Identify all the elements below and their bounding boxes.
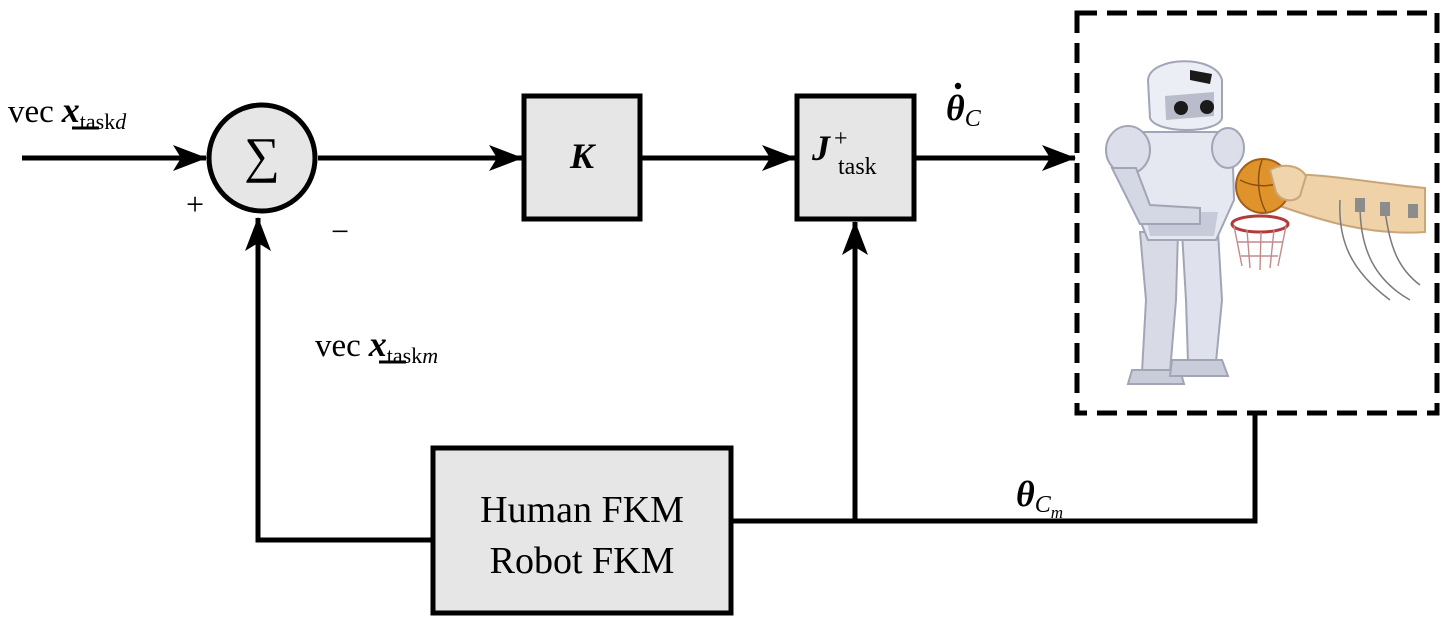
gain-label: K xyxy=(569,136,597,176)
theta-subscript: C xyxy=(1035,492,1052,518)
jacobian-label: J+ xyxy=(811,126,848,168)
desired-subscript: d xyxy=(115,109,127,134)
fkm-feedback-arrow xyxy=(245,217,432,543)
summing-junction: ∑ + − xyxy=(186,102,349,249)
fkm-block: Human FKM Robot FKM xyxy=(430,445,734,616)
plant-block xyxy=(1074,10,1440,416)
measured-signal-label: θCm xyxy=(1016,474,1063,522)
vec-operator: vec xyxy=(8,94,54,130)
jacobian-subscript: task xyxy=(838,154,877,180)
task-subscript: task xyxy=(80,109,115,134)
theta-symbol: θ xyxy=(946,88,965,128)
measured-subscript: m xyxy=(422,343,438,368)
jacobian-block: J+ task xyxy=(794,93,917,222)
task-pose-symbol: x xyxy=(61,90,80,130)
signal-lines xyxy=(22,145,1258,543)
gain-block: K xyxy=(521,93,643,222)
task-pose-symbol: x xyxy=(368,324,387,364)
command-signal-label: θC xyxy=(946,82,982,132)
humanoid-robot-with-basketball-icon xyxy=(1105,60,1426,385)
theta-sub-subscript: m xyxy=(1051,503,1063,522)
svg-text:θC: θC xyxy=(946,88,982,132)
fkm-line-2: Robot FKM xyxy=(490,540,675,582)
jacobian-superscript: + xyxy=(834,126,848,152)
plus-sign: + xyxy=(186,186,204,222)
theta-symbol: θ xyxy=(1016,474,1035,514)
plant-output-line xyxy=(733,413,1258,524)
sum-symbol: ∑ xyxy=(244,127,280,183)
vec-operator: vec xyxy=(315,328,361,364)
fkm-line-1: Human FKM xyxy=(480,489,684,531)
task-subscript: task xyxy=(387,343,422,368)
theta-subscript: C xyxy=(965,106,982,132)
time-derivative-dot xyxy=(954,82,962,90)
svg-text:θCm: θCm xyxy=(1016,474,1063,522)
minus-sign: − xyxy=(331,213,349,249)
jacobian-symbol: J xyxy=(811,128,831,168)
